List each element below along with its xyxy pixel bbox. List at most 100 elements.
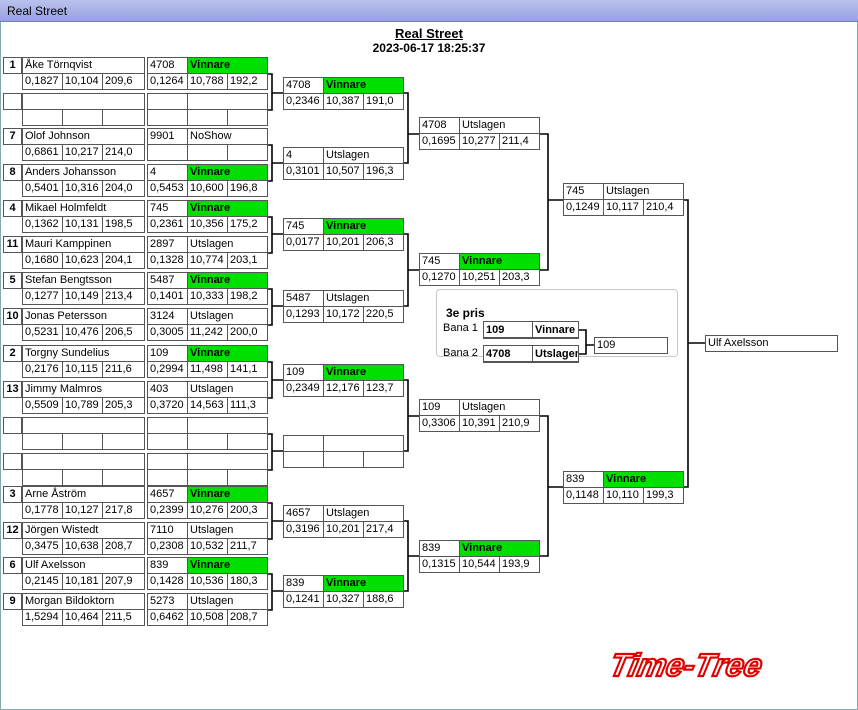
elapsed-time	[187, 433, 228, 450]
reaction-time: 0,2361	[147, 216, 188, 233]
reaction-time: 0,5453	[147, 180, 188, 197]
speed: 208,7	[227, 609, 268, 626]
reaction-time: 0,3720	[147, 397, 188, 414]
elapsed-time: 14,563	[187, 397, 228, 414]
driver-name: Mauri Kamppinen	[22, 236, 145, 253]
elapsed-time: 10,476	[62, 324, 103, 341]
result-status: Utslagen	[323, 505, 404, 522]
elapsed-time	[187, 109, 228, 126]
car-number: 4708	[283, 77, 324, 94]
result-status: Utslagen	[187, 381, 268, 398]
reaction-time: 0,1148	[563, 487, 604, 504]
speed: 206,5	[102, 324, 145, 341]
bracket-connector	[579, 329, 594, 355]
seed-number: 8	[3, 164, 22, 181]
elapsed-time: 10,507	[323, 163, 364, 180]
reaction-time: 1,5294	[22, 609, 63, 626]
elapsed-time: 10,201	[323, 234, 364, 251]
reaction-time: 0,3005	[147, 324, 188, 341]
car-number: 839	[563, 471, 604, 488]
speed	[227, 469, 268, 486]
car-number	[147, 453, 188, 470]
car-number: 5487	[147, 272, 188, 289]
result-status: Vinnare	[323, 77, 404, 94]
reaction-time: 0,1401	[147, 288, 188, 305]
svg-text:Time-Tree: Time-Tree	[610, 648, 766, 682]
speed	[102, 433, 145, 450]
result-status: Vinnare	[187, 345, 268, 362]
result-status: Vinnare	[187, 272, 268, 289]
speed: 217,4	[363, 521, 404, 538]
bracket-connector	[404, 379, 419, 452]
elapsed-time	[187, 469, 228, 486]
elapsed-time: 10,117	[603, 199, 644, 216]
car-number: 745	[147, 200, 188, 217]
speed: 211,4	[499, 133, 540, 150]
elapsed-time: 10,387	[323, 93, 364, 110]
elapsed-time: 10,251	[459, 269, 500, 286]
speed: 198,5	[102, 216, 145, 233]
time-tree-logo: Time-Tree	[610, 648, 767, 682]
speed: 199,3	[643, 487, 684, 504]
result-status	[187, 93, 268, 110]
result-status: Vinnare	[187, 486, 268, 503]
seed-number: 10	[3, 308, 22, 325]
reaction-time	[147, 144, 188, 161]
reaction-time: 0,1680	[22, 252, 63, 269]
event-datetime: 2023-06-17 18:25:37	[372, 41, 486, 55]
speed: 141,1	[227, 361, 268, 378]
seed-number: 1	[3, 57, 22, 74]
elapsed-time: 10,316	[62, 180, 103, 197]
speed: 210,4	[643, 199, 684, 216]
lane1-car: 109	[483, 321, 533, 339]
third-place-result: 109	[594, 337, 668, 354]
driver-name	[22, 417, 145, 434]
bracket-connector	[268, 288, 283, 326]
car-number: 4657	[147, 486, 188, 503]
elapsed-time: 10,544	[459, 556, 500, 573]
car-number: 109	[147, 345, 188, 362]
reaction-time: 0,6462	[147, 609, 188, 626]
reaction-time: 0,1428	[147, 573, 188, 590]
car-number: 745	[563, 183, 604, 200]
seed-number	[3, 453, 22, 470]
seed-number: 6	[3, 557, 22, 574]
elapsed-time: 10,464	[62, 609, 103, 626]
elapsed-time: 10,333	[187, 288, 228, 305]
bracket-connector	[404, 233, 419, 307]
champion-name: Ulf Axelsson	[705, 335, 838, 352]
reaction-time: 0,1293	[283, 306, 324, 323]
elapsed-time: 10,172	[323, 306, 364, 323]
result-status	[187, 453, 268, 470]
reaction-time	[22, 469, 63, 486]
car-number: 839	[147, 557, 188, 574]
speed: 220,5	[363, 306, 404, 323]
driver-name: Arne Åström	[22, 486, 145, 503]
driver-name: Mikael Holmfeldt	[22, 200, 145, 217]
result-status: Utslagen	[603, 183, 684, 200]
elapsed-time: 11,242	[187, 324, 228, 341]
car-number	[147, 417, 188, 434]
bracket-connector	[404, 520, 419, 592]
reaction-time	[147, 469, 188, 486]
reaction-time: 0,1695	[419, 133, 460, 150]
seed-number: 11	[3, 236, 22, 253]
speed: 204,0	[102, 180, 145, 197]
lane1-label: Bana 1	[443, 322, 478, 334]
reaction-time: 0,2349	[283, 380, 324, 397]
result-status: Vinnare	[187, 57, 268, 74]
driver-name: Jörgen Wistedt	[22, 522, 145, 539]
speed: 210,9	[499, 415, 540, 432]
result-status: Vinnare	[459, 253, 540, 270]
car-number: 109	[283, 364, 324, 381]
car-number: 2897	[147, 236, 188, 253]
lane1-status: Vinnare	[532, 321, 579, 339]
lane2-label: Bana 2	[443, 347, 478, 359]
elapsed-time	[62, 109, 103, 126]
car-number: 4	[147, 164, 188, 181]
reaction-time: 0,2346	[283, 93, 324, 110]
result-status: Vinnare	[187, 557, 268, 574]
result-status: Vinnare	[323, 364, 404, 381]
result-status: Utslagen	[187, 522, 268, 539]
elapsed-time	[323, 451, 364, 468]
